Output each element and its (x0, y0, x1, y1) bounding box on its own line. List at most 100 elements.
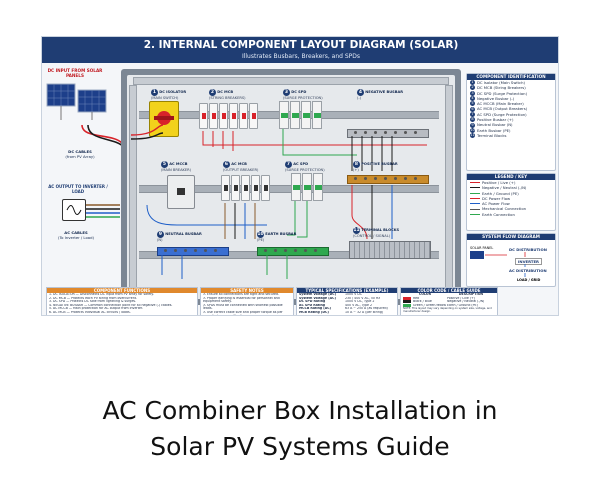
flow-inverter: INVERTER (515, 258, 542, 265)
colorcode-title: COLOR CODE / CABLE GUIDE (401, 288, 497, 293)
ac-mcb (231, 175, 240, 201)
legend-list: Positive / Live (+)Negative / Neutral (-… (467, 180, 555, 217)
isolator-handle (154, 116, 174, 120)
safety-notes-panel: SAFETY NOTES ⚠ Ensure all connections ar… (200, 287, 294, 315)
function-row: 1. DC ISOLATOR — Disconnects DC input fr… (49, 293, 154, 296)
diagram-card: 2. INTERNAL COMPONENT LAYOUT DIAGRAM (SO… (41, 36, 559, 316)
identification-text: DC Isolator (Main Switch) (477, 80, 525, 85)
label-sub: (N) (157, 238, 163, 242)
diagram-title: 2. INTERNAL COMPONENT LAYOUT DIAGRAM (SO… (143, 39, 459, 51)
identification-text: DC SPD (Surge Protection) (477, 90, 528, 96)
legend-line-swatch (470, 213, 480, 215)
dc-mcb (219, 103, 228, 129)
legend-item: Negative / Neutral (-/N) (467, 185, 555, 190)
spec-key: AC SPD Rating (299, 303, 326, 307)
ac-output-label: AC OUTPUT TO INVERTER / LOAD (48, 184, 108, 194)
num-badge: 2 (470, 85, 475, 91)
label-dc-isolator: 1 DC ISOLATOR(MAIN SWITCH) (151, 89, 186, 100)
label-sub: (MAIN SWITCH) (151, 96, 179, 100)
num-badge: 2 (209, 89, 216, 96)
dc-cables-text: DC CABLES (68, 149, 92, 154)
label-name: NEUTRAL BUSBAR (165, 232, 202, 236)
function-row: 4. NEGATIVE BUSBAR — Common connection p… (49, 303, 173, 307)
label-name: AC SPD (293, 162, 309, 166)
din-rail-middle (139, 185, 439, 193)
legend-item: DC Power Flow (467, 196, 555, 201)
dc-cables-sub: (from PV Array) (65, 153, 95, 159)
color-code-panel: COLOR CODE / CABLE GUIDE COLOR DESCRIPTI… (400, 287, 498, 315)
ac-cables-sub: (To Inverter / Load) (57, 234, 95, 240)
flow-dc-dist: DC DISTRIBUTION (509, 247, 547, 252)
flow-ac-dist: AC DISTRIBUTION (509, 268, 547, 273)
color-name: Red (413, 296, 420, 300)
num-badge: 11 (353, 227, 360, 234)
num-badge: 7 (470, 111, 475, 117)
label-sub: (STRING BREAKERS) (209, 96, 246, 100)
color-name: Green / Green-Yellow (413, 303, 446, 307)
label-ac-spd: 7 AC SPD(SURGE PROTECTION) (285, 161, 325, 172)
identification-text: Terminal Blocks (477, 132, 507, 138)
caption-line-1: AC Combiner Box Installation in (102, 396, 498, 425)
safety-text: SPDs must be connected with shortest pos… (203, 303, 283, 311)
system-flow-panel: SYSTEM FLOW DIAGRAM SOLAR PANEL DC DISTR… (466, 233, 556, 287)
spec-row: System Voltage (AC)230 / 400 V AC, 50 Hz (297, 297, 397, 301)
identification-text: AC MCCB (Main Breaker) (477, 101, 524, 107)
num-badge: 10 (257, 231, 264, 238)
identification-text: Negative Busbar (-) (477, 95, 515, 101)
num-badge: 8 (353, 161, 360, 168)
legend-text: DC Power Flow (482, 195, 511, 201)
warning-icon: ⚠ (203, 303, 207, 307)
label-sub: (MAIN BREAKER) (161, 168, 192, 172)
legend-line-swatch (470, 198, 480, 200)
colorcode-note: NOTE: This layout may vary depending on … (403, 307, 492, 314)
spec-key: System Voltage (AC) (299, 296, 336, 300)
negative-busbar (347, 129, 429, 138)
dc-input-label: DC INPUT FROM SOLAR PANELS (47, 68, 103, 78)
legend-line-swatch (470, 203, 480, 205)
identification-text: AC MCB (Output Breakers) (477, 106, 528, 112)
label-name: DC SPD (291, 90, 307, 94)
legend-item: Earth / Ground (PE) (467, 191, 555, 196)
num-badge: 6 (470, 106, 475, 112)
label-name: DC ISOLATOR (159, 90, 187, 94)
color-desc: Negative / Neutral (-/N) (447, 300, 485, 304)
label-name: EARTH BUSBAR (265, 232, 297, 236)
ac-mccb (167, 175, 195, 209)
legend-item: Earth Connection (467, 212, 555, 217)
dc-spd-module (290, 101, 300, 129)
label-name: TERMINAL BLOCKS (361, 228, 400, 232)
spec-row: System Voltage (DC)1000 V DC (297, 293, 397, 297)
diagram-banner: 2. INTERNAL COMPONENT LAYOUT DIAGRAM (SO… (42, 37, 558, 63)
legend-text: Earth Connection (482, 211, 515, 217)
safety-row: ⚠ Ensure all connections are tight and s… (201, 293, 293, 297)
function-row: 3. DC SPD — Protects DC side from lightn… (49, 300, 137, 304)
spec-value: 63 A ~ 250 A (as required) (345, 307, 388, 311)
num-badge: 9 (157, 231, 164, 238)
spec-key: System Voltage (DC) (299, 293, 337, 296)
label-positive-busbar: 8 POSITIVE BUSBAR(+) (353, 161, 398, 172)
safety-row: ⚠ SPDs must be connected with shortest p… (201, 304, 293, 311)
legend-text: AC Power Flow (482, 201, 510, 207)
ac-cables-wires (86, 204, 120, 218)
spec-key: MCB Rating (AC) (299, 315, 345, 316)
ac-mcb (251, 175, 260, 201)
label-name: POSITIVE BUSBAR (361, 162, 398, 166)
label-sub: (CONTROL / SIGNAL) (353, 234, 391, 238)
neutral-busbar (157, 247, 229, 256)
label-sub: (+) (353, 168, 359, 172)
safety-text: Proper earthing is essential for personn… (203, 296, 280, 304)
colorcode-headers: COLOR DESCRIPTION (401, 293, 497, 297)
label-ac-mccb: 5 AC MCCB(MAIN BREAKER) (161, 161, 191, 172)
legend-item: AC Power Flow (467, 201, 555, 206)
label-name: AC MCB (231, 162, 247, 166)
ac-source-box (62, 199, 86, 221)
spec-row: MCB Rating (AC)6 A ~ 63 A (per circuit) (297, 315, 397, 316)
cabinet-backplate: 1 DC ISOLATOR(MAIN SWITCH) 2 DC MCB(STRI… (127, 75, 455, 299)
internal-wiring (130, 124, 427, 279)
